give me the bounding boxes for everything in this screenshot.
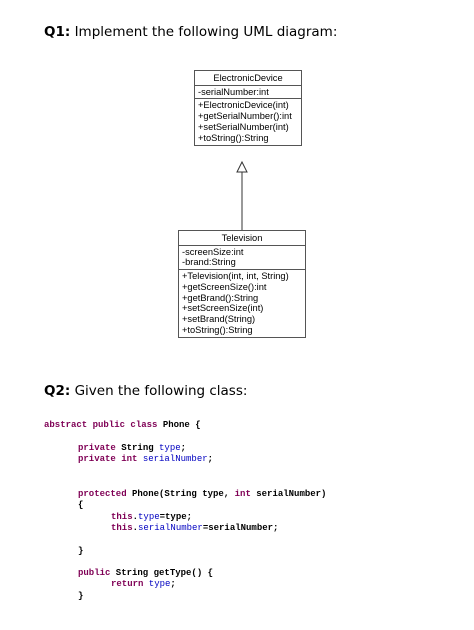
uml-methods: +ElectronicDevice(int) +getSerialNumber(… [195, 99, 301, 145]
question-1-heading: Q1: Implement the following UML diagram: [44, 24, 337, 40]
uml-methods: +Television(int, int, String) +getScreen… [179, 270, 305, 337]
code-field-type: private String type; [78, 443, 187, 453]
uml-method: +setSerialNumber(int) [198, 121, 289, 132]
question-1-label: Q1: [44, 24, 71, 40]
triangle-arrowhead-icon [236, 160, 248, 173]
uml-class-name: Television [179, 231, 305, 246]
question-2-text: Given the following class: [70, 383, 248, 399]
uml-method: +toString():String [198, 132, 269, 143]
code-open-brace: { [78, 500, 84, 510]
uml-method: +getScreenSize():int [182, 281, 267, 292]
code-close-brace-method: } [78, 591, 84, 601]
code-assign-type: this.type=type; [111, 512, 193, 522]
code-method-gettype: public String getType() { [78, 568, 214, 578]
uml-attributes: -serialNumber:int [195, 86, 301, 100]
uml-method: +setBrand(String) [182, 313, 256, 324]
uml-method: +setScreenSize(int) [182, 303, 264, 314]
code-assign-serial: this.serialNumber=serialNumber; [111, 523, 279, 533]
uml-attribute: -screenSize:int [182, 246, 244, 257]
code-field-serial: private int serialNumber; [78, 454, 214, 464]
uml-attribute: -brand:String [182, 257, 236, 268]
uml-attributes: -screenSize:int -brand:String [179, 246, 305, 271]
question-2-label: Q2: [44, 383, 71, 399]
question-1-text: Implement the following UML diagram: [70, 24, 338, 40]
uml-attribute: -serialNumber:int [198, 86, 269, 97]
uml-method: +Television(int, int, String) [182, 271, 289, 282]
uml-class-television: Television -screenSize:int -brand:String… [178, 230, 306, 339]
uml-method: +getSerialNumber():int [198, 111, 292, 122]
uml-class-electronic-device: ElectronicDevice -serialNumber:int +Elec… [194, 70, 302, 147]
uml-class-name: ElectronicDevice [195, 71, 301, 86]
uml-method: +getBrand():String [182, 292, 259, 303]
uml-method: +ElectronicDevice(int) [198, 100, 289, 111]
code-constructor: protected Phone(String type, int serialN… [78, 489, 327, 499]
question-2-heading: Q2: Given the following class: [44, 383, 247, 399]
uml-method: +toString():String [182, 324, 253, 335]
code-class-declaration: abstract public class Phone { [44, 420, 201, 430]
code-close-brace: } [78, 546, 84, 556]
code-return: return type; [111, 579, 176, 589]
